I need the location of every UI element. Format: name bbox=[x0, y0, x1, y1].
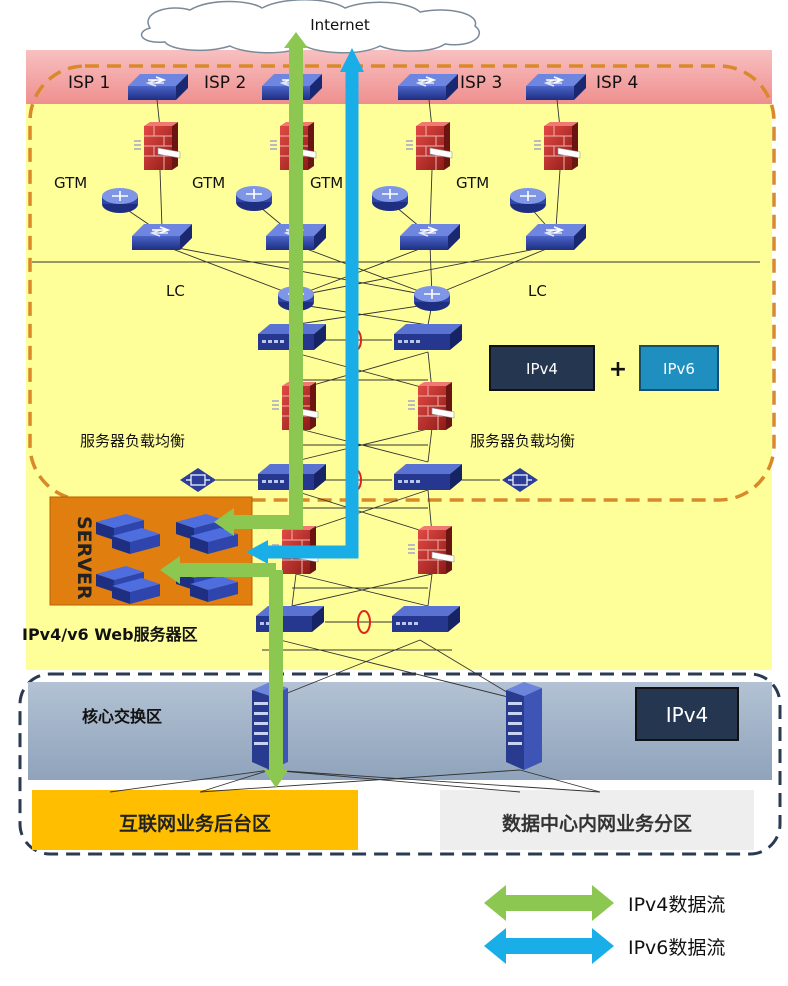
ipv6-flow bbox=[246, 48, 364, 564]
ipv6-flow-legend-arrow bbox=[484, 928, 614, 964]
gtm-router-icon bbox=[235, 185, 273, 212]
gtm-label-3: GTM bbox=[310, 174, 343, 192]
switch-icon bbox=[131, 223, 193, 251]
internet-backend-zone bbox=[32, 790, 358, 850]
slb-label-left: 服务器负载均衡 bbox=[80, 432, 185, 450]
legend: IPv4数据流 IPv6数据流 bbox=[484, 885, 725, 964]
intranet-zone bbox=[440, 790, 754, 850]
gtm-router-icon bbox=[509, 187, 547, 214]
lc-label-right: LC bbox=[528, 282, 547, 300]
ipv4-badge bbox=[489, 345, 595, 391]
ipv6-flow-legend-label: IPv6数据流 bbox=[628, 937, 725, 959]
gtm-label-1: GTM bbox=[54, 174, 87, 192]
server-label: SERVER bbox=[73, 516, 95, 600]
switch-icon bbox=[399, 223, 461, 251]
switch-icon bbox=[525, 223, 587, 251]
gtm-label-2: GTM bbox=[192, 174, 225, 192]
appliance-icon bbox=[256, 606, 324, 632]
ipv4-flow-legend-arrow bbox=[484, 885, 614, 921]
appliance-icon bbox=[394, 324, 462, 350]
router-icon bbox=[413, 285, 451, 312]
gtm-router-icon bbox=[101, 187, 139, 214]
gtm-router-icon bbox=[371, 185, 409, 212]
plus-sign: + bbox=[609, 357, 627, 382]
core-switch-icon bbox=[506, 682, 542, 770]
ipv6-badge bbox=[639, 345, 719, 391]
orange-dashed-region bbox=[28, 64, 776, 502]
internet-cloud bbox=[140, 0, 481, 54]
internet-backend-zone-label: 互联网业务后台区 bbox=[119, 812, 271, 835]
gtm-label-4: GTM bbox=[456, 174, 489, 192]
internet-label: Internet bbox=[310, 16, 370, 34]
appliance-icon bbox=[394, 464, 462, 490]
intranet-zone-label: 数据中心内网业务分区 bbox=[502, 812, 692, 835]
ipv4-badge-label: IPv4 bbox=[526, 360, 558, 378]
core-ipv4-badge bbox=[635, 687, 739, 741]
slb-label-right: 服务器负载均衡 bbox=[470, 432, 575, 450]
isp4-switch-icon bbox=[525, 73, 587, 101]
isp3-switch-icon bbox=[397, 73, 459, 101]
web-server-zone-label: IPv4/v6 Web服务器区 bbox=[22, 625, 198, 644]
ipv4-flow bbox=[160, 32, 308, 788]
isp1-switch-icon bbox=[127, 73, 189, 101]
ipv6-badge-label: IPv6 bbox=[663, 360, 695, 378]
core-ipv4-badge-label: IPv4 bbox=[666, 703, 709, 727]
lc-label-left: LC bbox=[166, 282, 185, 300]
core-zone-label: 核心交换区 bbox=[82, 707, 162, 726]
isp-label-3: ISP 3 bbox=[460, 73, 502, 93]
isp-label-4: ISP 4 bbox=[596, 73, 638, 93]
isp-label-2: ISP 2 bbox=[204, 73, 246, 93]
protocol-badges: IPv4 + IPv6 bbox=[489, 345, 719, 391]
appliance-icon bbox=[392, 606, 460, 632]
isp-label-1: ISP 1 bbox=[68, 73, 110, 93]
ipv4-flow-legend-label: IPv4数据流 bbox=[628, 894, 725, 916]
ha-link-marker-3 bbox=[357, 610, 371, 634]
